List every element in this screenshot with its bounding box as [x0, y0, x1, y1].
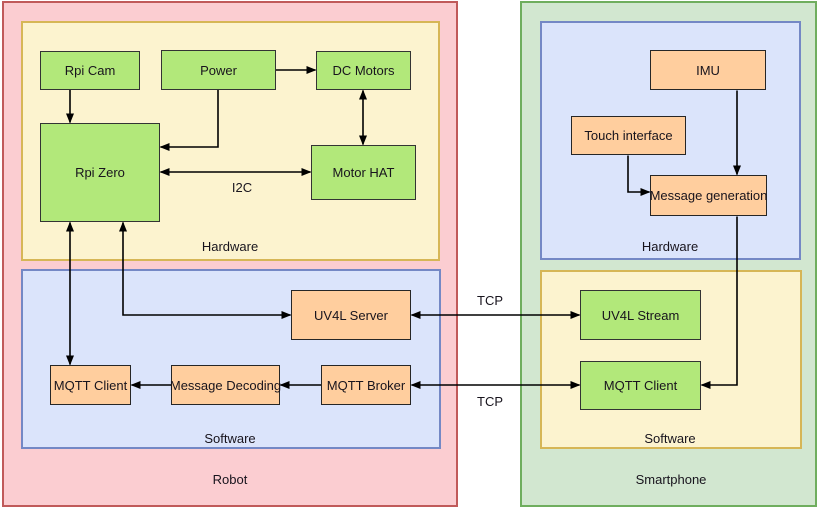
node-message-generation: Message generation — [650, 175, 767, 216]
node-touch-interface-label: Touch interface — [584, 128, 673, 143]
node-mqtt-broker-label: MQTT Broker — [326, 377, 406, 393]
node-mqtt-client-phone-label: MQTT Client — [603, 378, 678, 393]
label-smartphone-hardware: Hardware — [641, 239, 699, 254]
label-robot-hardware: Hardware — [201, 239, 259, 254]
label-smartphone: Smartphone — [635, 472, 707, 487]
node-uv4l-server: UV4L Server — [291, 290, 411, 340]
node-dc-motors-label: DC Motors — [332, 63, 395, 78]
edge-label-tcp-video: TCP — [477, 293, 503, 308]
node-rpi-zero-label: Rpi Zero — [75, 165, 125, 180]
node-message-decoding: Message Decoding — [169, 365, 282, 405]
node-motor-hat: Motor HAT — [311, 145, 416, 200]
node-mqtt-client-phone: MQTT Client — [580, 361, 701, 410]
node-uv4l-server-label: UV4L Server — [314, 307, 388, 323]
node-rpi-cam: Rpi Cam — [40, 51, 140, 90]
node-uv4l-stream: UV4L Stream — [580, 290, 701, 340]
node-power-label: Power — [200, 62, 237, 78]
node-uv4l-stream-label: UV4L Stream — [601, 307, 680, 323]
node-touch-interface: Touch interface — [571, 116, 686, 155]
node-dc-motors: DC Motors — [316, 51, 411, 90]
edge-label-tcp-mqtt: TCP — [477, 394, 503, 409]
node-imu: IMU — [650, 50, 766, 90]
node-rpi-zero: Rpi Zero — [40, 123, 160, 222]
node-rpi-cam-label: Rpi Cam — [64, 63, 116, 78]
node-motor-hat-label: Motor HAT — [332, 165, 395, 180]
node-mqtt-client-robot: MQTT Client — [50, 365, 131, 405]
node-mqtt-broker: MQTT Broker — [321, 365, 411, 405]
node-power: Power — [161, 50, 276, 90]
label-robot: Robot — [212, 472, 248, 487]
node-mqtt-client-robot-label: MQTT Client — [53, 377, 128, 393]
label-robot-software: Software — [204, 431, 256, 446]
node-message-decoding-label: Message Decoding — [169, 377, 282, 393]
node-imu-label: IMU — [696, 62, 720, 78]
node-message-generation-label: Message generation — [649, 188, 768, 203]
edge-label-i2c: I2C — [231, 180, 253, 195]
label-smartphone-software: Software — [644, 431, 696, 446]
